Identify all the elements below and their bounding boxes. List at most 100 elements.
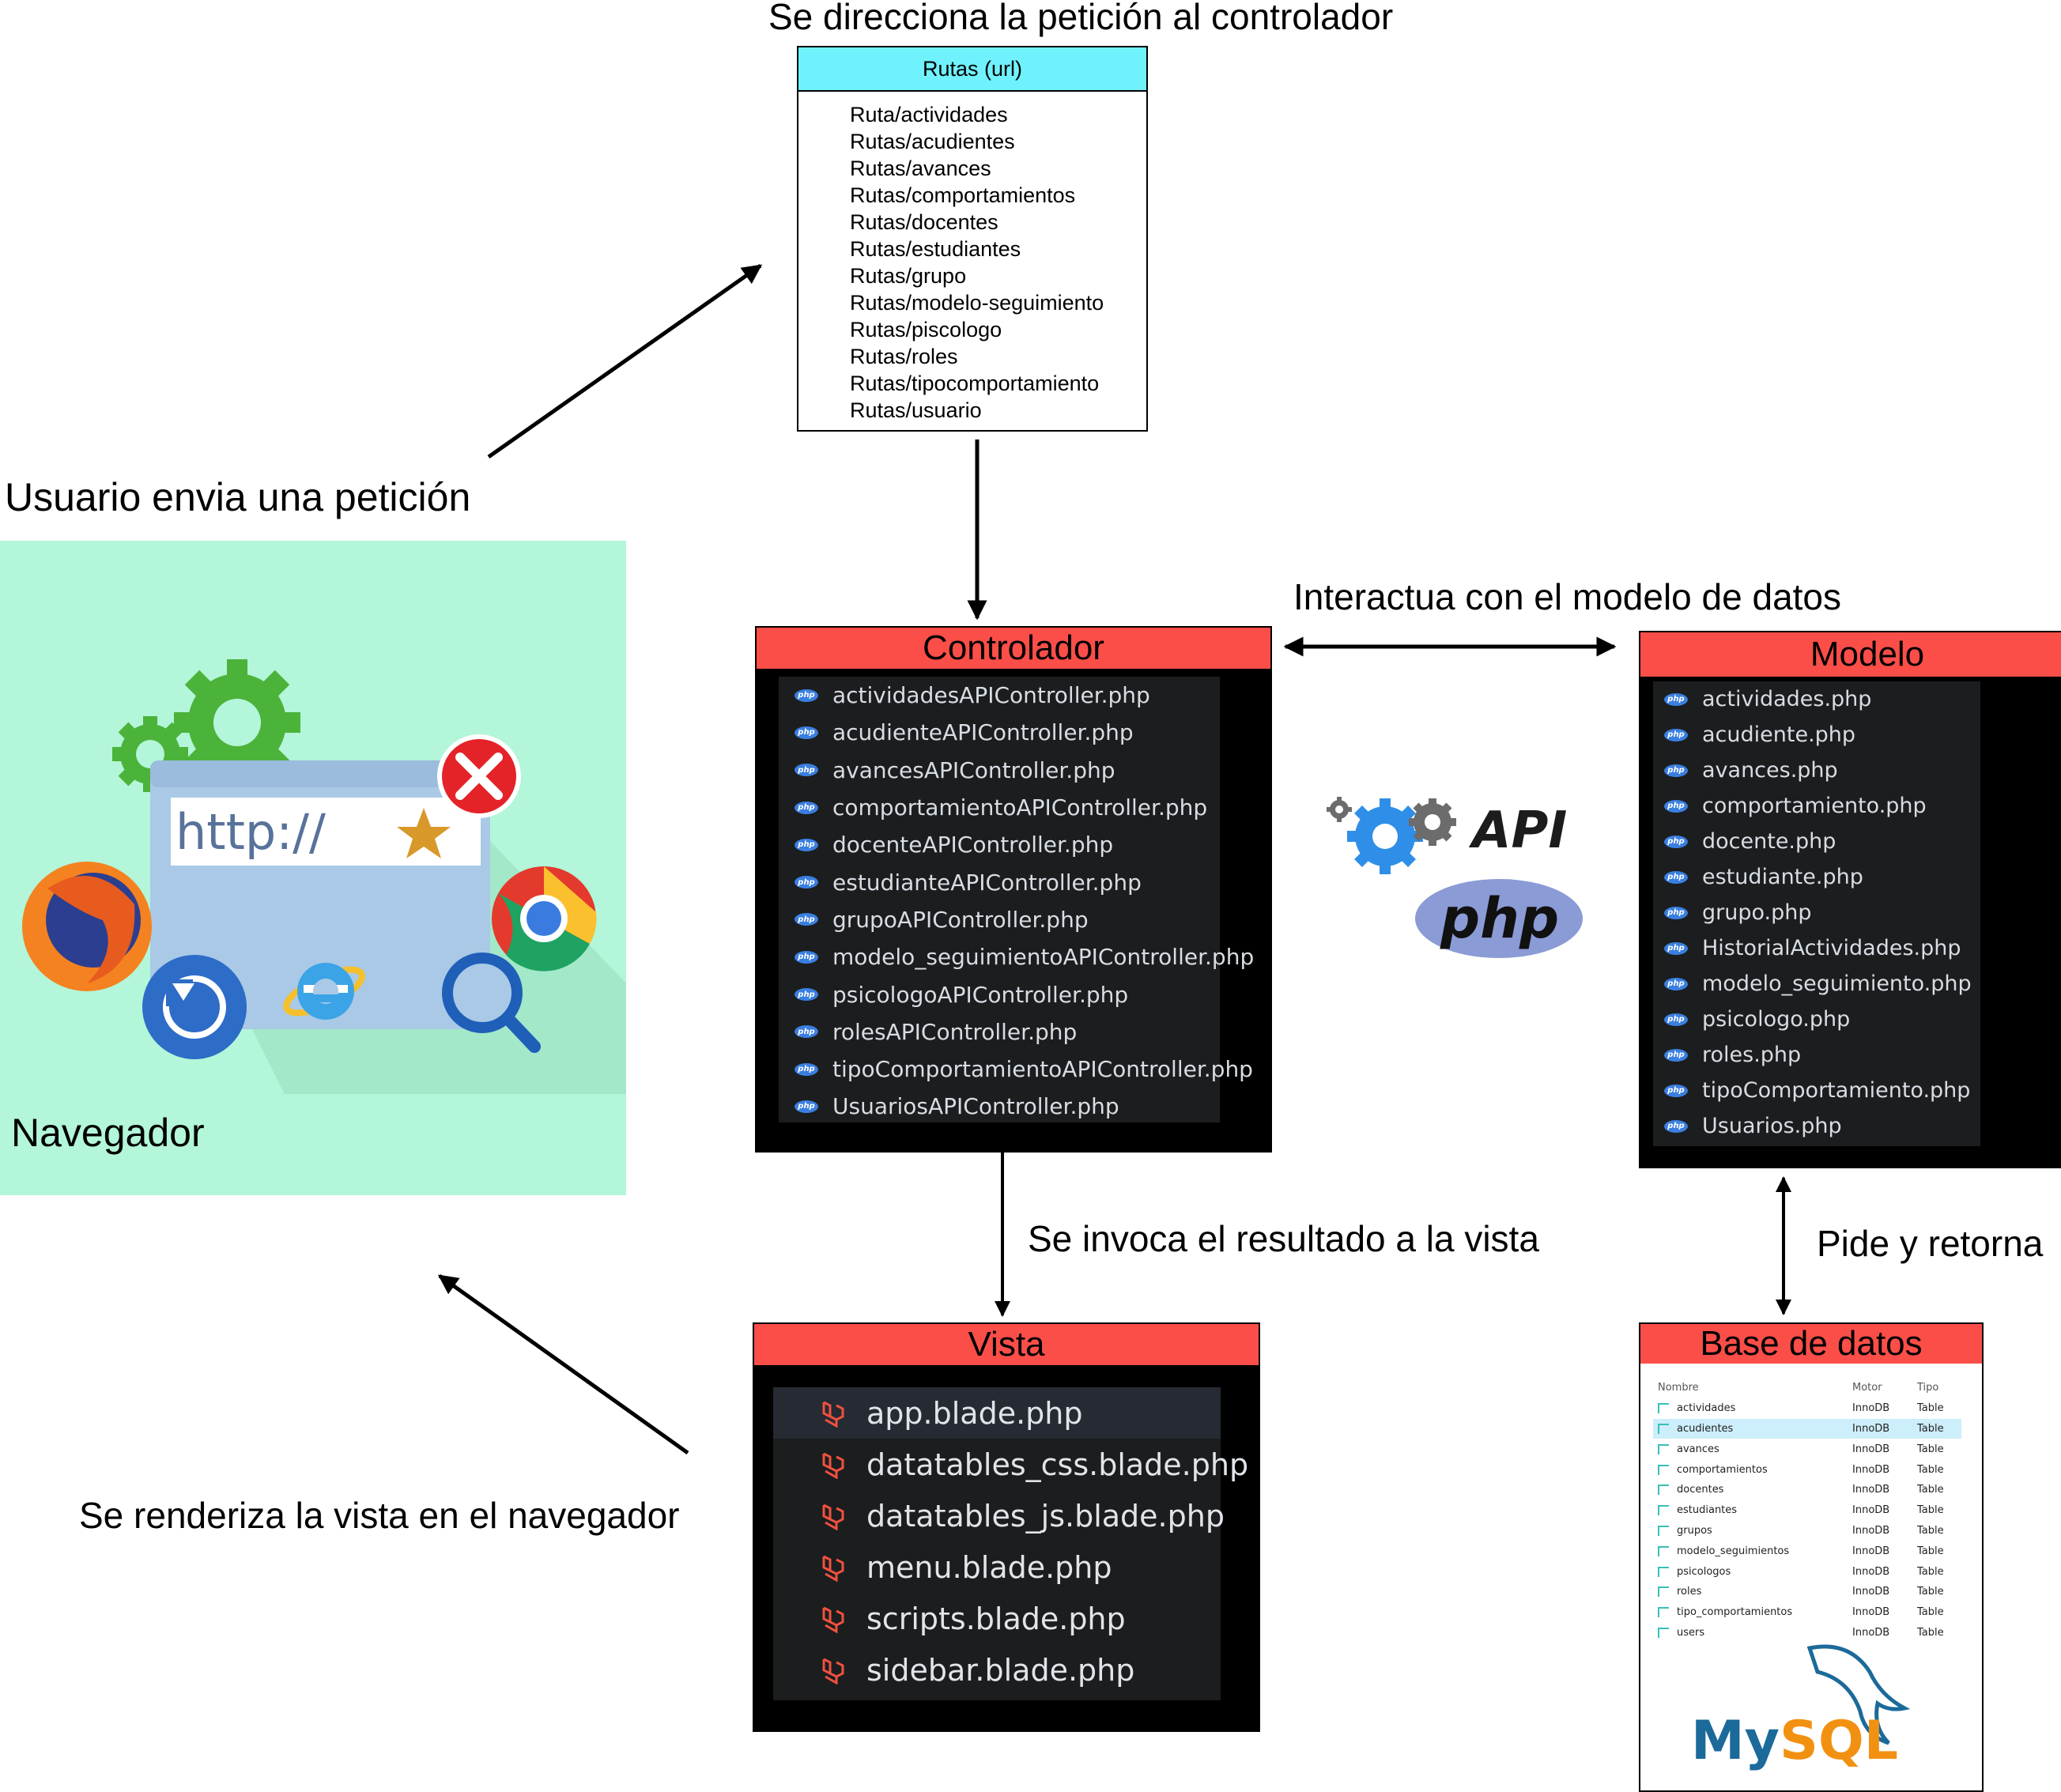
- rutas-list: Ruta/actividades Rutas/acudientes Rutas/…: [798, 92, 1146, 424]
- model-file[interactable]: php tipoComportamiento.php: [1653, 1073, 1980, 1108]
- rutas-box: Rutas (url) Ruta/actividades Rutas/acudi…: [797, 46, 1148, 432]
- ruta-item: Rutas/grupo: [850, 264, 967, 288]
- model-file-label: estudiante.php: [1702, 865, 1863, 889]
- col-header-tipo[interactable]: Tipo: [1917, 1382, 1939, 1394]
- search-icon: [442, 953, 541, 1053]
- api-php-graphic: API php: [1327, 797, 1583, 958]
- ruta-item: Rutas/comportamientos: [850, 183, 1076, 207]
- model-file-label: docente.php: [1702, 829, 1836, 854]
- php-file-icon: php: [1664, 835, 1688, 848]
- php-file-icon: php: [1664, 1084, 1688, 1097]
- navegador-label: Navegador: [11, 1111, 205, 1155]
- php-file-icon: php: [795, 801, 818, 814]
- table-type: Table: [1917, 1463, 1944, 1476]
- col-header-motor[interactable]: Motor: [1852, 1382, 1882, 1394]
- php-file-icon: php: [795, 1025, 818, 1039]
- view-file-label: scripts.blade.php: [866, 1601, 1126, 1636]
- table-type: Table: [1917, 1545, 1944, 1557]
- controller-file-label: rolesAPIController.php: [832, 1018, 1078, 1045]
- ruta-item: Rutas/modelo-seguimiento: [850, 291, 1104, 315]
- php-file-icon: php: [795, 950, 818, 964]
- view-file[interactable]: app.blade.php: [773, 1387, 1221, 1439]
- php-file-icon: php: [1664, 692, 1688, 706]
- model-file[interactable]: php Usuarios.php: [1653, 1108, 1980, 1144]
- controller-file[interactable]: php rolesAPIController.php: [779, 1013, 1220, 1051]
- php-file-icon: php: [1664, 799, 1688, 813]
- view-file[interactable]: sidebar.blade.php: [773, 1644, 1221, 1696]
- api-php-logo: API php: [1320, 787, 1589, 961]
- model-file-label: Usuarios.php: [1702, 1114, 1842, 1138]
- model-file[interactable]: php docente.php: [1653, 824, 1980, 859]
- dolphin-icon: [1806, 1644, 1911, 1745]
- view-file[interactable]: menu.blade.php: [773, 1541, 1221, 1593]
- vista-title: Vista: [754, 1324, 1259, 1365]
- col-header-nombre[interactable]: Nombre: [1658, 1382, 1699, 1394]
- model-file-label: roles.php: [1702, 1043, 1802, 1067]
- arrow-vista-to-navegador: [437, 1273, 689, 1455]
- view-file[interactable]: scripts.blade.php: [773, 1593, 1221, 1644]
- model-file-label: tipoComportamiento.php: [1702, 1078, 1971, 1103]
- table-type: Table: [1917, 1565, 1944, 1578]
- model-file-label: acudiente.php: [1702, 722, 1856, 747]
- view-file[interactable]: datatables_js.blade.php: [773, 1490, 1225, 1541]
- table-engine: InnoDB: [1852, 1463, 1890, 1476]
- ruta-item: Rutas/acudientes: [850, 130, 1015, 153]
- controller-file-label: actividadesAPIController.php: [832, 682, 1150, 709]
- php-file-icon: php: [795, 876, 818, 889]
- internet-explorer-icon: [283, 963, 365, 1020]
- laravel-icon: [822, 1401, 844, 1428]
- table-name: psicologos: [1677, 1565, 1731, 1578]
- table-icon: [1658, 1505, 1669, 1516]
- star-icon: [397, 808, 451, 858]
- view-file-label: datatables_js.blade.php: [866, 1498, 1225, 1534]
- ruta-item: Rutas/roles: [850, 345, 958, 368]
- url-text: http://: [176, 803, 326, 861]
- table-icon: [1658, 1586, 1669, 1598]
- controller-file-label: avancesAPIController.php: [832, 756, 1115, 783]
- model-file[interactable]: php acudiente.php: [1653, 717, 1980, 753]
- table-name: tipo_comportamientos: [1677, 1606, 1793, 1619]
- table-engine: InnoDB: [1852, 1443, 1890, 1455]
- controller-file-label: tipoComportamientoAPIController.php: [832, 1056, 1253, 1083]
- view-file[interactable]: datatables_css.blade.php: [773, 1439, 1248, 1490]
- table-icon: [1658, 1607, 1669, 1618]
- table-icon: [1658, 1403, 1669, 1414]
- php-file-icon: php: [1664, 1119, 1688, 1133]
- php-file-icon: php: [1664, 728, 1688, 741]
- mysql-text: MySQL: [1691, 1710, 1898, 1772]
- php-text: php: [1440, 886, 1559, 951]
